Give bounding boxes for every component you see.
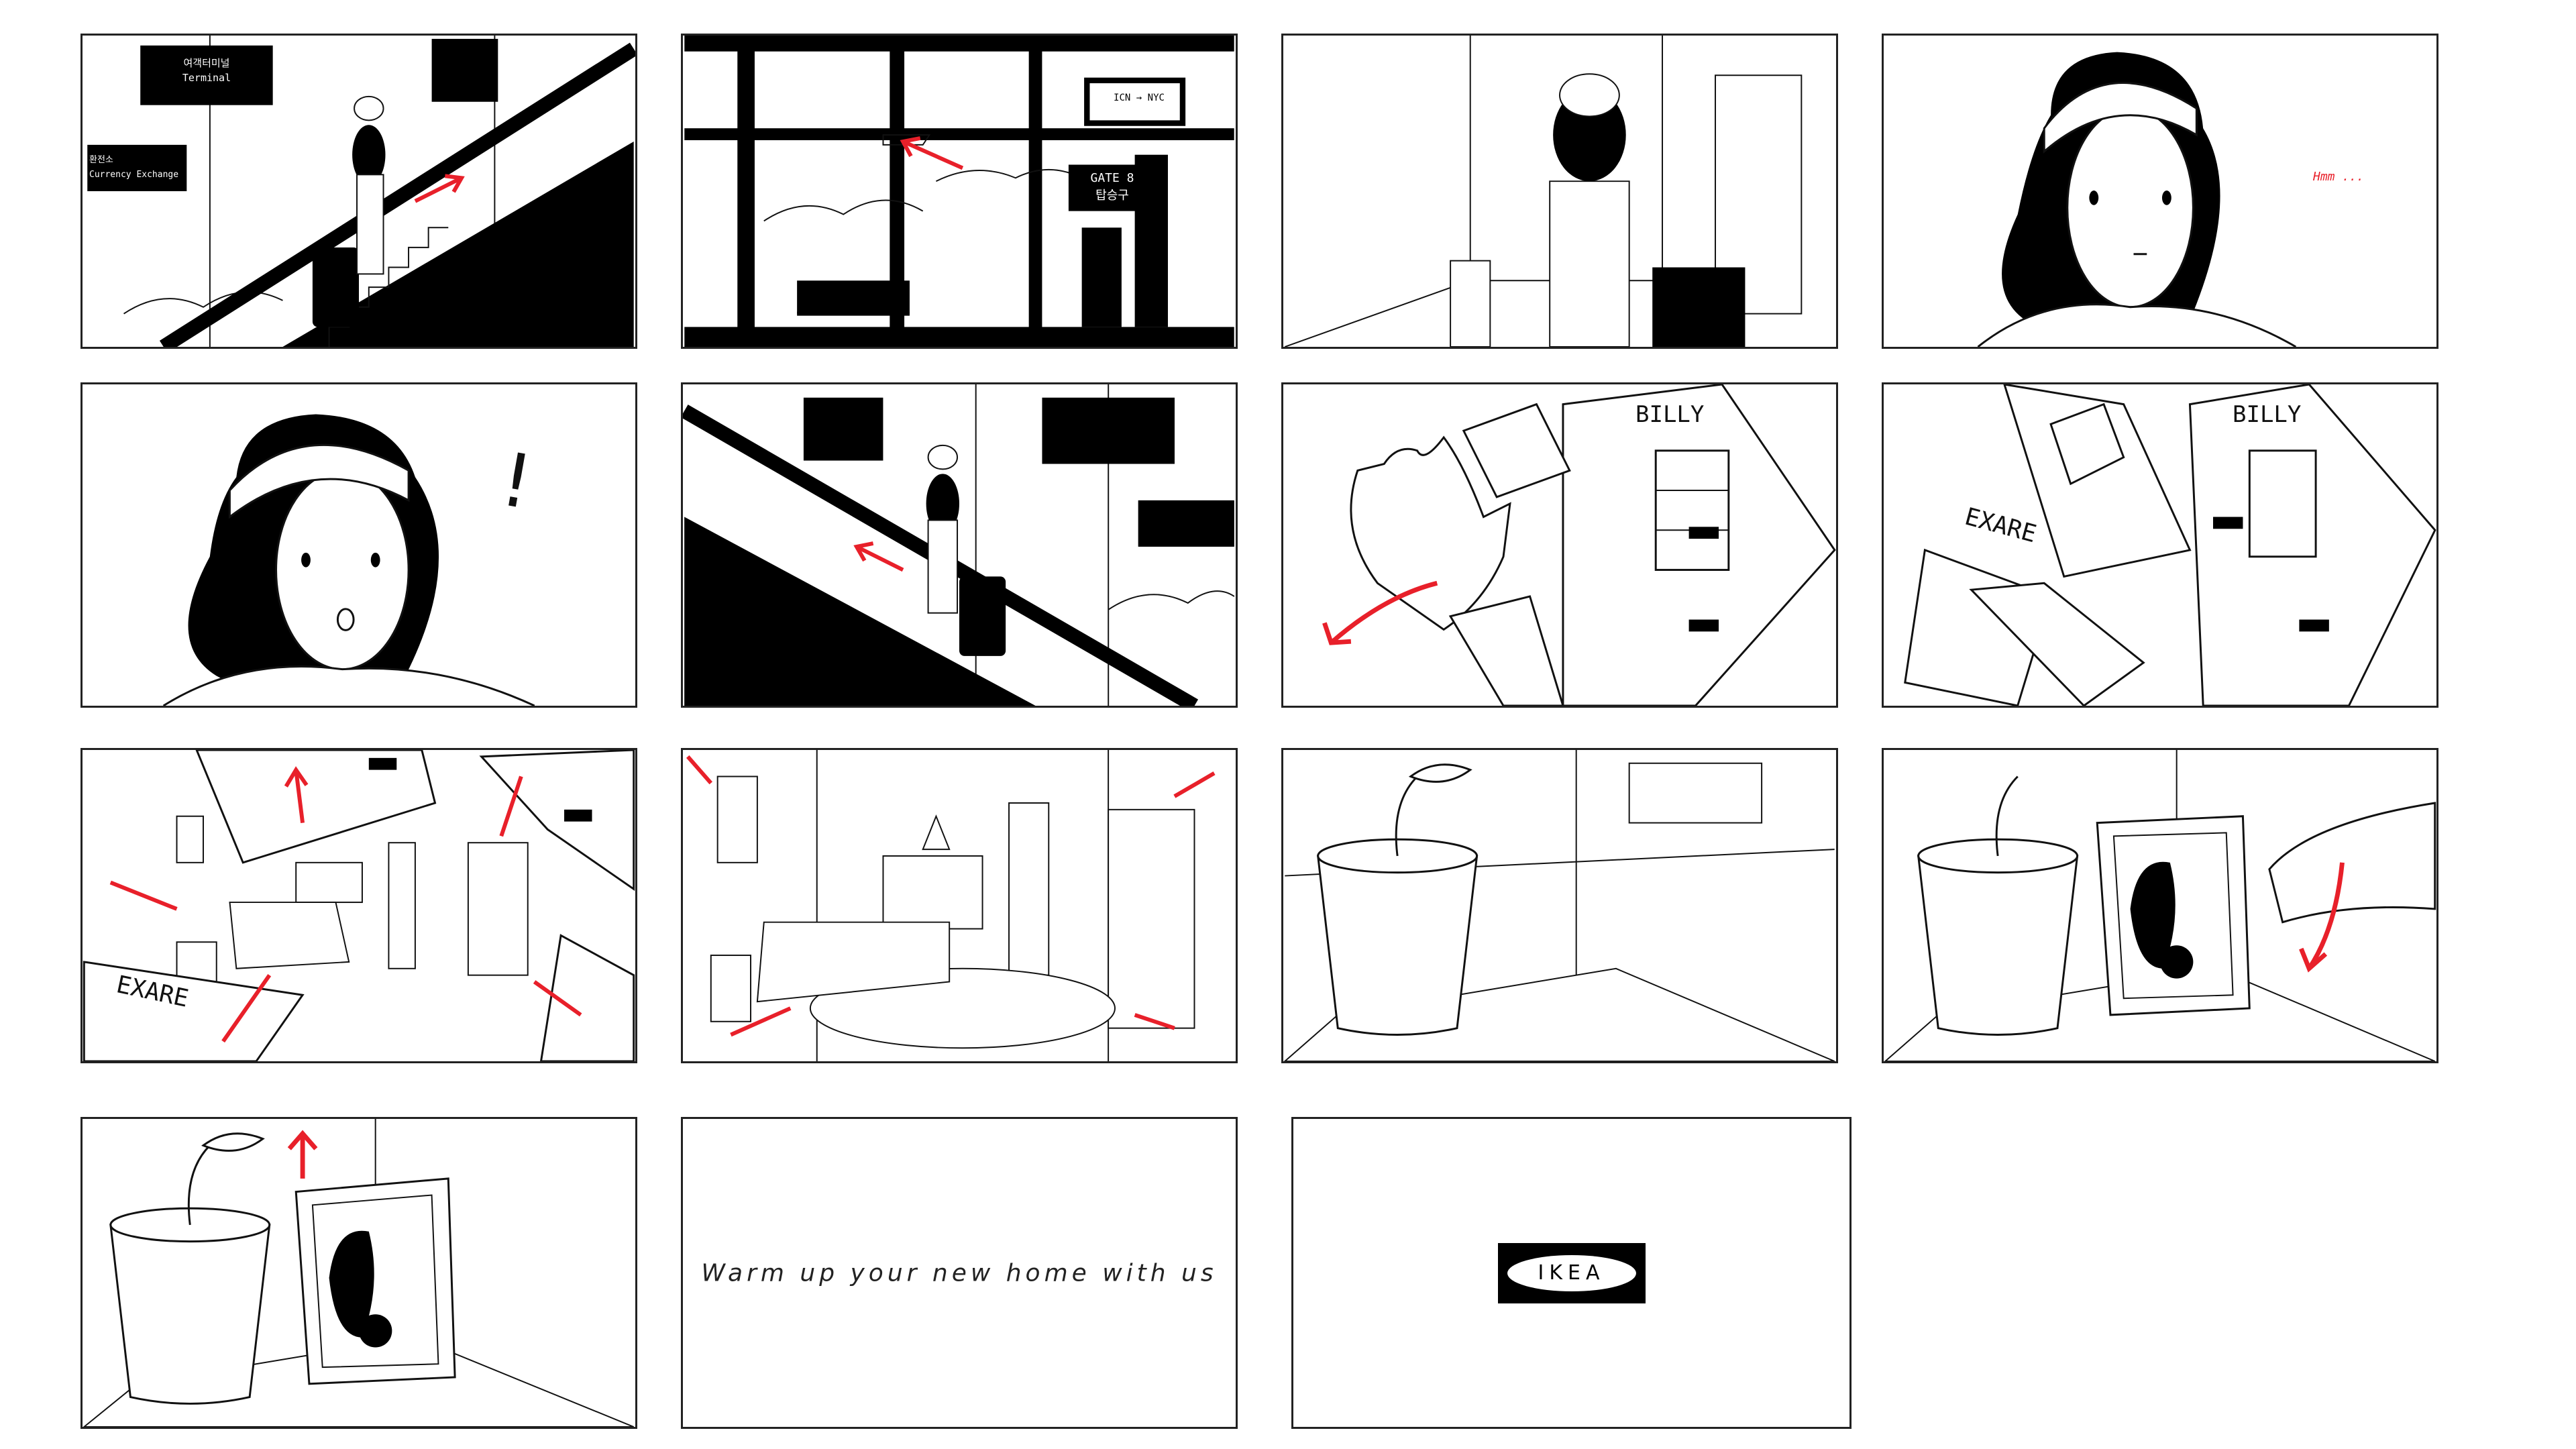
storyboard-panel-10 — [681, 748, 1238, 1063]
escalator-mirrored-illustration — [683, 384, 1235, 706]
tagline-caption: Warm up your new home with us — [701, 1259, 1218, 1287]
route-from: ICN — [1114, 93, 1131, 103]
airplane-icon — [882, 134, 931, 146]
plant-pot-illustration — [1283, 750, 1835, 1061]
ikea-logo: IKEA — [1497, 1242, 1646, 1303]
storyboard-panel-4: Hmm ... — [1882, 34, 2438, 349]
woman-back-illustration — [1284, 36, 1803, 347]
gate-window-illustration — [684, 36, 1234, 347]
exchange-sign-english: Currency Exchange — [89, 170, 179, 180]
catalog-pages-illustration — [1904, 384, 2436, 706]
hand-frame-illustration — [1884, 750, 2436, 1061]
catalog-label: BILLY — [2233, 401, 2302, 428]
ikea-logo-text: IKEA — [1507, 1254, 1636, 1291]
gate-sign-english: GATE 8 — [1090, 171, 1134, 185]
bedroom-furnished-illustration — [686, 750, 1216, 1061]
currency-exchange-sign — [87, 144, 187, 191]
route-to: NYC — [1147, 93, 1165, 103]
storyboard-panel-1: 여객터미널 Terminal 환전소 Currency Exchange — [80, 34, 637, 349]
pot-icon — [1316, 855, 1479, 1036]
thought-text: Hmm ... — [2313, 170, 2364, 184]
storyboard-panel-12 — [1882, 748, 2438, 1063]
storyboard-panel-7: BILLY — [1281, 382, 1838, 708]
storyboard-panel-9: EXARE — [80, 748, 637, 1063]
terminal-sign — [140, 45, 273, 105]
departures-board — [431, 38, 498, 102]
woman-surprised-illustration — [162, 414, 535, 706]
plant-frame-illustration — [83, 1119, 635, 1427]
terminal-sign-english: Terminal — [182, 72, 231, 84]
hand-icon — [1350, 435, 1511, 631]
storyboard-panel-11 — [1281, 748, 1838, 1063]
exchange-sign-korean: 환전소 — [89, 155, 113, 165]
hand-icon — [2268, 802, 2436, 924]
storyboard-panel-2: ICN → NYC GATE 8 탑승구 — [681, 34, 1238, 349]
woman-thinking-illustration — [1977, 52, 2297, 347]
terminal-sign-korean: 여객터미널 — [183, 57, 230, 69]
suitcase-icon — [312, 247, 359, 327]
storyboard-panel-6 — [681, 382, 1238, 708]
storyboard-panel-14: Warm up your new home with us — [681, 1117, 1238, 1429]
hand-catalog-illustration — [1322, 384, 1836, 706]
storyboard-panel-3 — [1281, 34, 1838, 349]
bedroom-pages-illustration — [83, 750, 635, 1061]
leaf-icon — [1408, 763, 1472, 783]
brand-tag — [1688, 527, 1719, 539]
storyboard-panel-15: IKEA — [1291, 1117, 1851, 1429]
storyboard-panel-8: BILLY EXARE — [1882, 382, 2438, 708]
escalator-up-illustration — [87, 36, 635, 347]
gate-sign-korean: 탑승구 — [1095, 189, 1129, 203]
storyboard-panel-5: ! — [80, 382, 637, 708]
catalog-label: BILLY — [1635, 401, 1705, 428]
storyboard-panel-13 — [80, 1117, 637, 1429]
